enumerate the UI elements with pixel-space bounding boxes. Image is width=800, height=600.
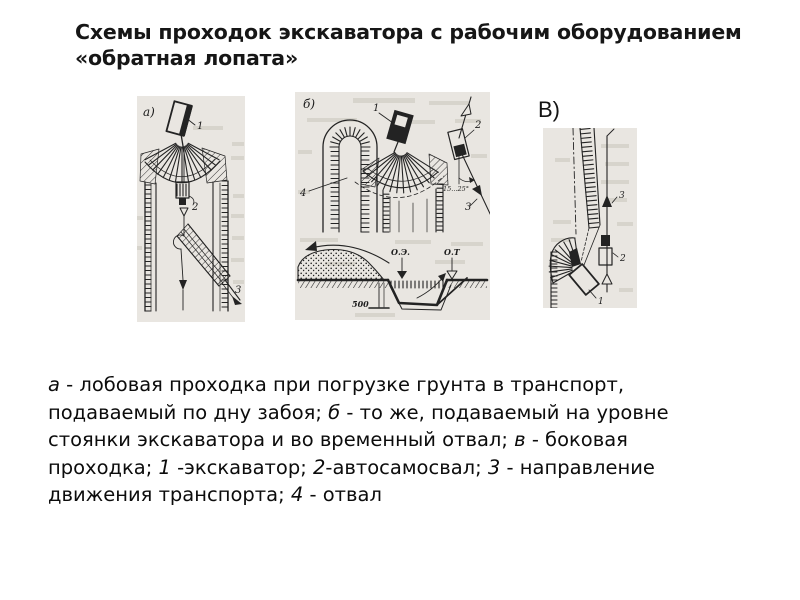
scan-noise <box>137 126 244 284</box>
trench-profile <box>386 278 449 307</box>
figure-v-image: 1 3 2 <box>543 128 637 308</box>
direction-arrow <box>602 195 612 207</box>
excavator-symbol <box>568 263 600 296</box>
callout-excavator: 1 <box>197 121 203 132</box>
caption-segment: 3 <box>487 455 501 479</box>
dump-truck-symbol <box>447 128 470 161</box>
caption-segment: - направление <box>500 455 655 479</box>
scan-noise <box>551 144 633 292</box>
caption-segment: 1 <box>158 455 171 479</box>
title-line-1: Схемы проходок экскаватора с рабочим обо… <box>75 20 742 44</box>
callout-direction: 3 <box>465 202 471 213</box>
spoil-heap <box>297 248 385 281</box>
callout-excavator: 1 <box>373 103 379 114</box>
scan-background <box>137 96 245 322</box>
trench-wall-right <box>212 180 229 312</box>
axis-transport-marker <box>446 270 458 280</box>
travel-path <box>173 151 189 311</box>
travel-arrow <box>179 280 187 290</box>
panel-b-label: б) <box>303 97 315 111</box>
caption-segment: -экскаватор; <box>170 455 313 479</box>
dump-truck-symbol <box>598 235 613 266</box>
trench-wall-left <box>144 181 157 312</box>
transport-path: 2 15...25° 3 <box>443 96 490 215</box>
figure-a-drawing: а) 1 <box>139 100 242 312</box>
caption-segment: а <box>48 373 60 396</box>
figure-b-drawing: б) 4 1 <box>296 96 490 311</box>
figure-v-label: В) <box>538 97 560 122</box>
caption-segment: б <box>328 400 341 424</box>
title-line-2: «обратная лопата» <box>75 46 298 70</box>
caption-line: подаваемый по дну забоя; б - то же, пода… <box>48 399 748 427</box>
caption-segment: в <box>514 428 526 451</box>
caption-segment: движения транспорта; <box>48 483 291 506</box>
axis-excavator-marker <box>397 271 407 279</box>
callout-truck: 2 <box>619 254 626 264</box>
figure-a-image: а) 1 <box>137 96 245 322</box>
callout-direction: 3 <box>619 191 625 201</box>
excavator-symbol <box>165 100 193 137</box>
caption-segment: - то же, подаваемый на уровне <box>340 400 669 424</box>
direction-arrow <box>232 296 242 305</box>
callout-excavator: 1 <box>598 297 604 307</box>
callout-truck: 2 <box>191 202 198 213</box>
travel-arrow-open <box>460 103 472 117</box>
caption-line: а - лобовая проходка при погрузке грунта… <box>48 371 748 399</box>
caption-segment: - боковая <box>525 428 628 451</box>
travel-arrow-open <box>179 207 189 217</box>
caption-segment: - отвал <box>303 483 382 506</box>
callout-dump: 4 <box>299 188 306 199</box>
figure-a-svg: а) 1 <box>137 96 245 322</box>
dump-truck-symbol <box>175 181 190 205</box>
callout-direction: 3 <box>235 285 241 296</box>
side-slope-right <box>201 147 228 184</box>
swing-arc <box>354 175 445 199</box>
axis-transport-label: О.Т <box>444 247 461 257</box>
trench-wall-lower <box>550 251 558 308</box>
axis-line <box>572 128 577 235</box>
figure-v-drawing: 1 3 2 <box>548 128 626 308</box>
excavator-symbol <box>386 109 414 145</box>
figure-v-svg: 1 3 2 <box>543 128 637 308</box>
transport-ramp <box>176 223 231 287</box>
depth-dimension-label: 500 <box>352 299 369 309</box>
caption-segment: -автосамосвал; <box>325 455 488 479</box>
axis-excavator-label: О.Э. <box>391 247 410 257</box>
transport-path: 3 2 <box>598 128 626 293</box>
caption-segment: проходка; <box>48 455 159 479</box>
trench-wall <box>579 128 601 266</box>
caption-line: движения транспорта; 4 - отвал <box>48 481 748 509</box>
caption-segment: 4 <box>290 483 304 506</box>
caption-segment: 2 <box>312 455 326 479</box>
callout-truck: 2 <box>474 120 481 131</box>
dimension-500: 500 <box>352 282 390 309</box>
side-slope-left <box>139 148 160 185</box>
side-slope-left <box>360 157 380 188</box>
trench-walls <box>382 183 444 233</box>
direction-arrow <box>472 185 482 196</box>
caption-segment: подаваемый по дну забоя; <box>48 400 329 424</box>
cast-arrow <box>310 244 390 264</box>
angle-label: 15...25° <box>443 185 469 193</box>
caption-segment: - лобовая проходка при погрузке грунта в… <box>59 373 625 396</box>
side-slope-right <box>428 153 449 186</box>
excavator-boom <box>569 248 581 267</box>
panel-a-label: а) <box>143 105 155 119</box>
slide-title: Схемы проходок экскаватора с рабочим обо… <box>75 19 742 71</box>
figure-b-svg: б) 4 1 <box>295 92 490 320</box>
figure-b-image: б) 4 1 <box>295 92 490 320</box>
caption-line: проходка; 1 -экскаватор; 2-автосамосвал;… <box>48 454 748 482</box>
figure-caption: а - лобовая проходка при погрузке грунта… <box>48 371 748 509</box>
cross-section: О.Э. О.Т 500 <box>296 241 489 311</box>
travel-arrow-open <box>601 273 613 285</box>
caption-segment: стоянки экскаватора и во временный отвал… <box>48 428 515 451</box>
caption-line: стоянки экскаватора и во временный отвал… <box>48 426 748 454</box>
